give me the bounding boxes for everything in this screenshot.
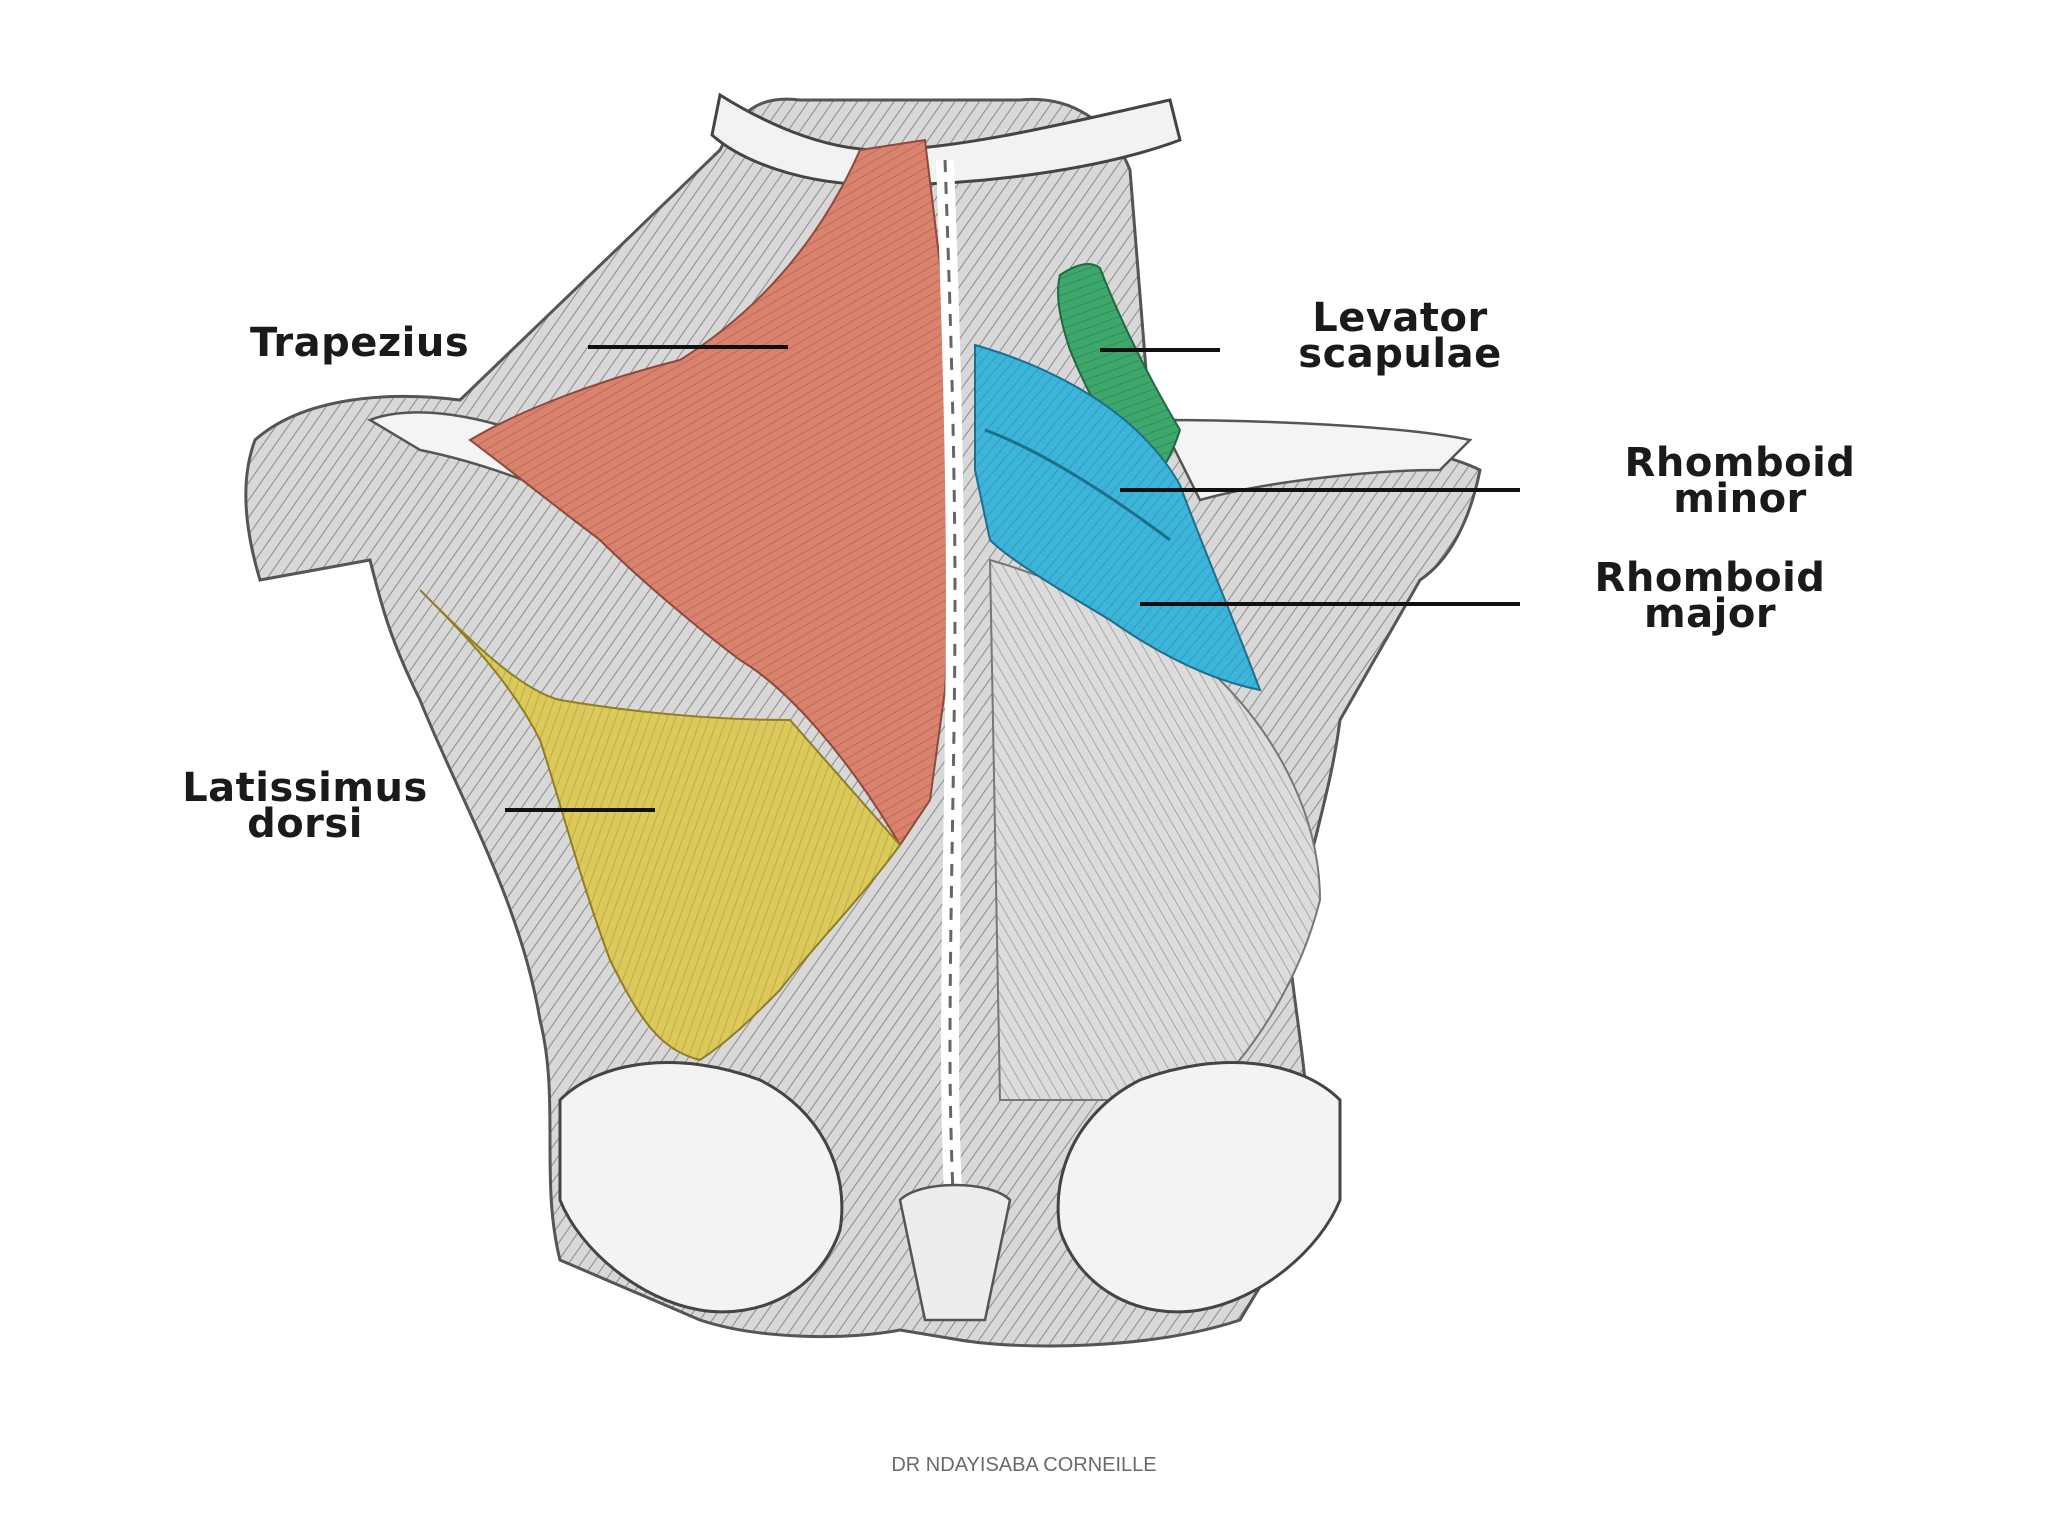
spine-outline [943,159,962,1321]
trapezius-muscle [468,138,962,847]
footer-author: DR NDAYISABA CORNEILLE [891,1454,1157,1476]
label-rhomboid-minor: Rhomboid minor [1570,440,1910,522]
label-levator-scapulae: Levator scapulae [1250,295,1550,377]
label-levator-line1: Levator [1312,295,1488,341]
sacrum [898,1183,1012,1322]
pelvis-right [1056,1061,1342,1314]
pelvis-left [558,1061,844,1314]
leader-latissimus-dorsi [505,808,655,812]
right-scapula [1157,418,1473,502]
leader-trapezius [588,345,788,349]
label-rhomboid-minor-line2: minor [1673,476,1807,522]
leader-levator-scapulae [1100,348,1220,352]
label-trapezius: Trapezius [250,320,470,366]
label-rhomboid-major-line2: major [1643,591,1777,637]
rhomboid-separator [984,428,1171,542]
leader-rhomboid-minor [1120,488,1520,492]
label-rhomboid-major-line1: Rhomboid [1594,555,1826,601]
label-rhomboid-major: Rhomboid major [1540,555,1880,637]
leader-rhomboid-major [1140,602,1520,606]
neck-bone [710,92,1182,187]
label-latissimus-line2: dorsi [247,801,363,847]
label-rhomboid-minor-line1: Rhomboid [1624,440,1856,486]
label-levator-line2: scapulae [1298,331,1502,377]
label-latissimus-line1: Latissimus [182,765,428,811]
latissimus-dorsi-muscle [419,589,902,1062]
label-latissimus-dorsi: Latissimus dorsi [120,765,490,847]
